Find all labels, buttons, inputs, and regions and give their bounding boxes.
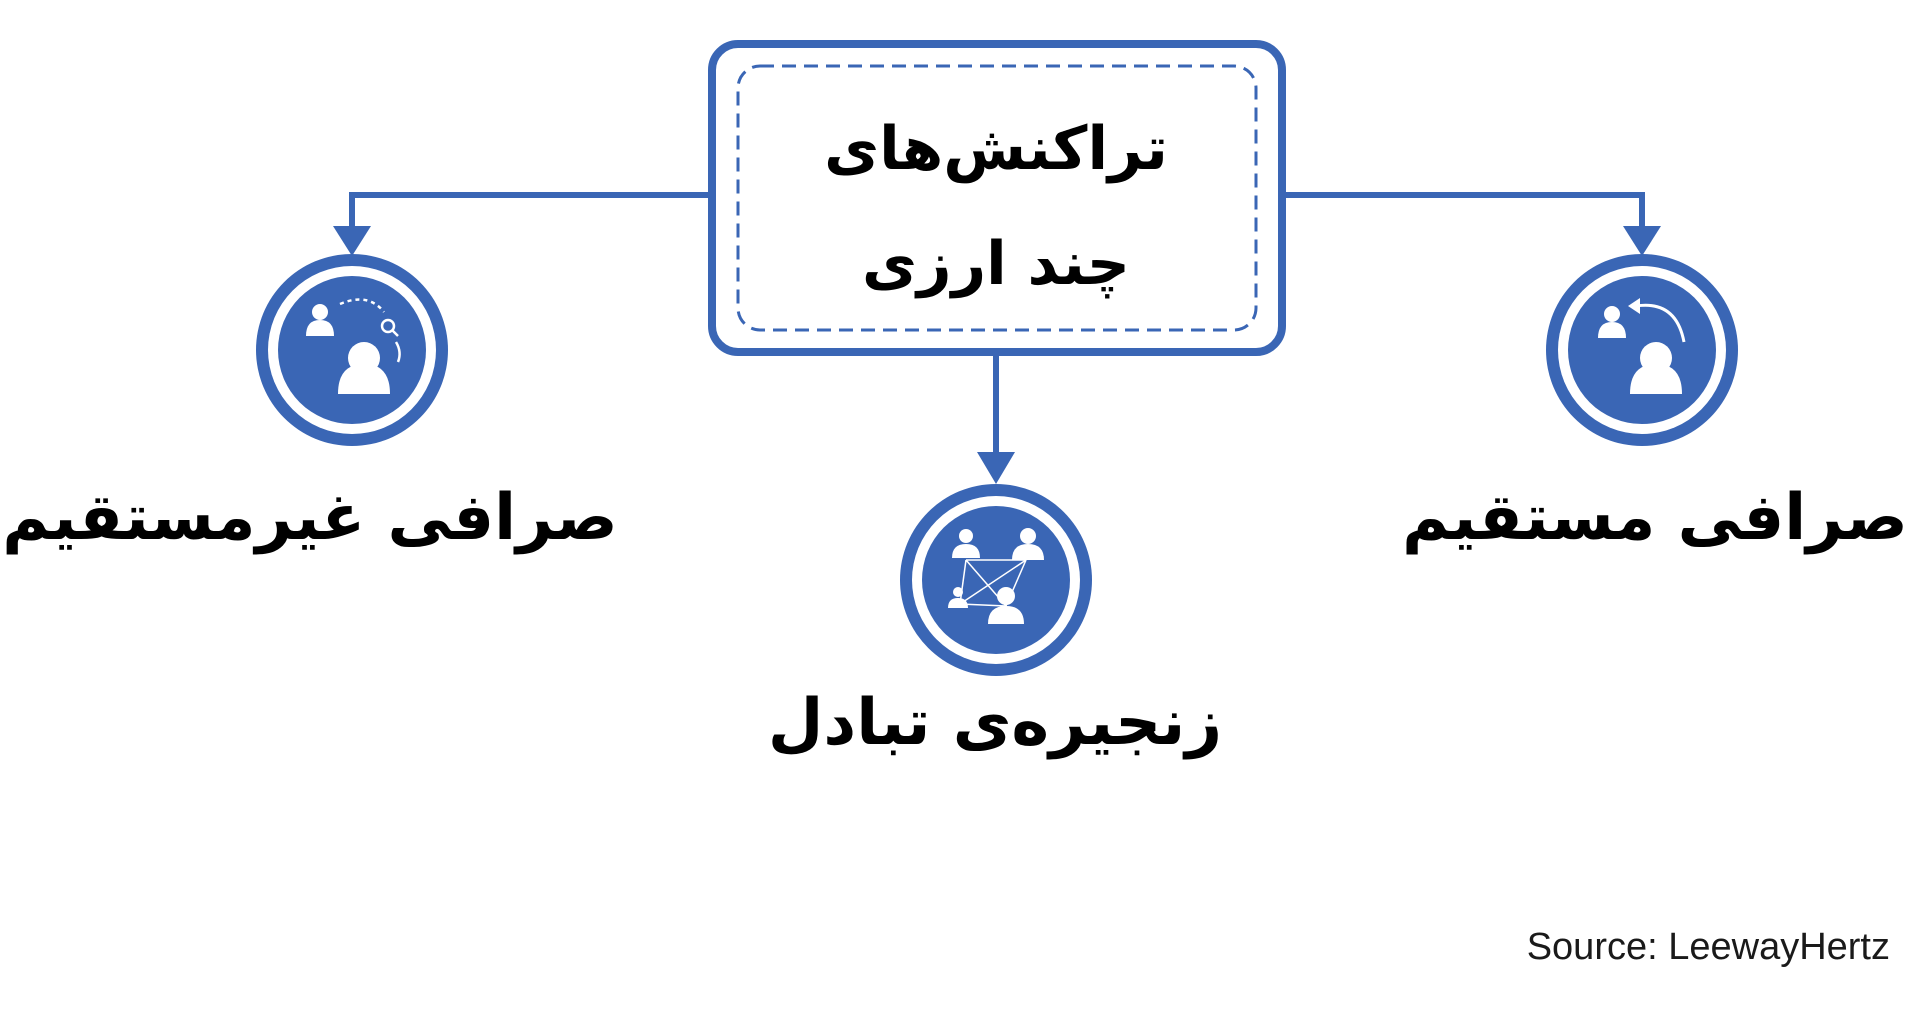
indirect-exchange-icon bbox=[306, 298, 401, 394]
connector-lines bbox=[349, 192, 1645, 455]
connector-to-indirect bbox=[349, 192, 712, 232]
center-node-box bbox=[708, 40, 1286, 356]
node-indirect bbox=[256, 254, 448, 446]
arrowhead-chain bbox=[977, 452, 1015, 484]
arrowheads bbox=[333, 226, 1661, 484]
center-node-title-line2: چند ارزی bbox=[862, 229, 1130, 299]
node-direct bbox=[1546, 254, 1738, 446]
node-chain bbox=[900, 484, 1092, 676]
direct-exchange-icon bbox=[1598, 298, 1686, 394]
label-direct-exchange: صرافی مستقیم bbox=[1402, 481, 1908, 555]
label-indirect-exchange: صرافی غیرمستقیم bbox=[2, 481, 618, 555]
exchange-chain-icon bbox=[948, 528, 1044, 624]
connector-to-direct bbox=[1282, 192, 1645, 232]
label-exchange-chain: زنجیره‌ی تبادل bbox=[767, 686, 1223, 760]
arrowhead-indirect bbox=[333, 226, 371, 256]
source-credit: Source: LeewayHertz bbox=[1526, 926, 1890, 968]
center-node-title: تراکنش‌های چند ارزی bbox=[824, 92, 1168, 322]
arrowhead-direct bbox=[1623, 226, 1661, 256]
center-node-title-line1: تراکنش‌های bbox=[824, 114, 1168, 184]
